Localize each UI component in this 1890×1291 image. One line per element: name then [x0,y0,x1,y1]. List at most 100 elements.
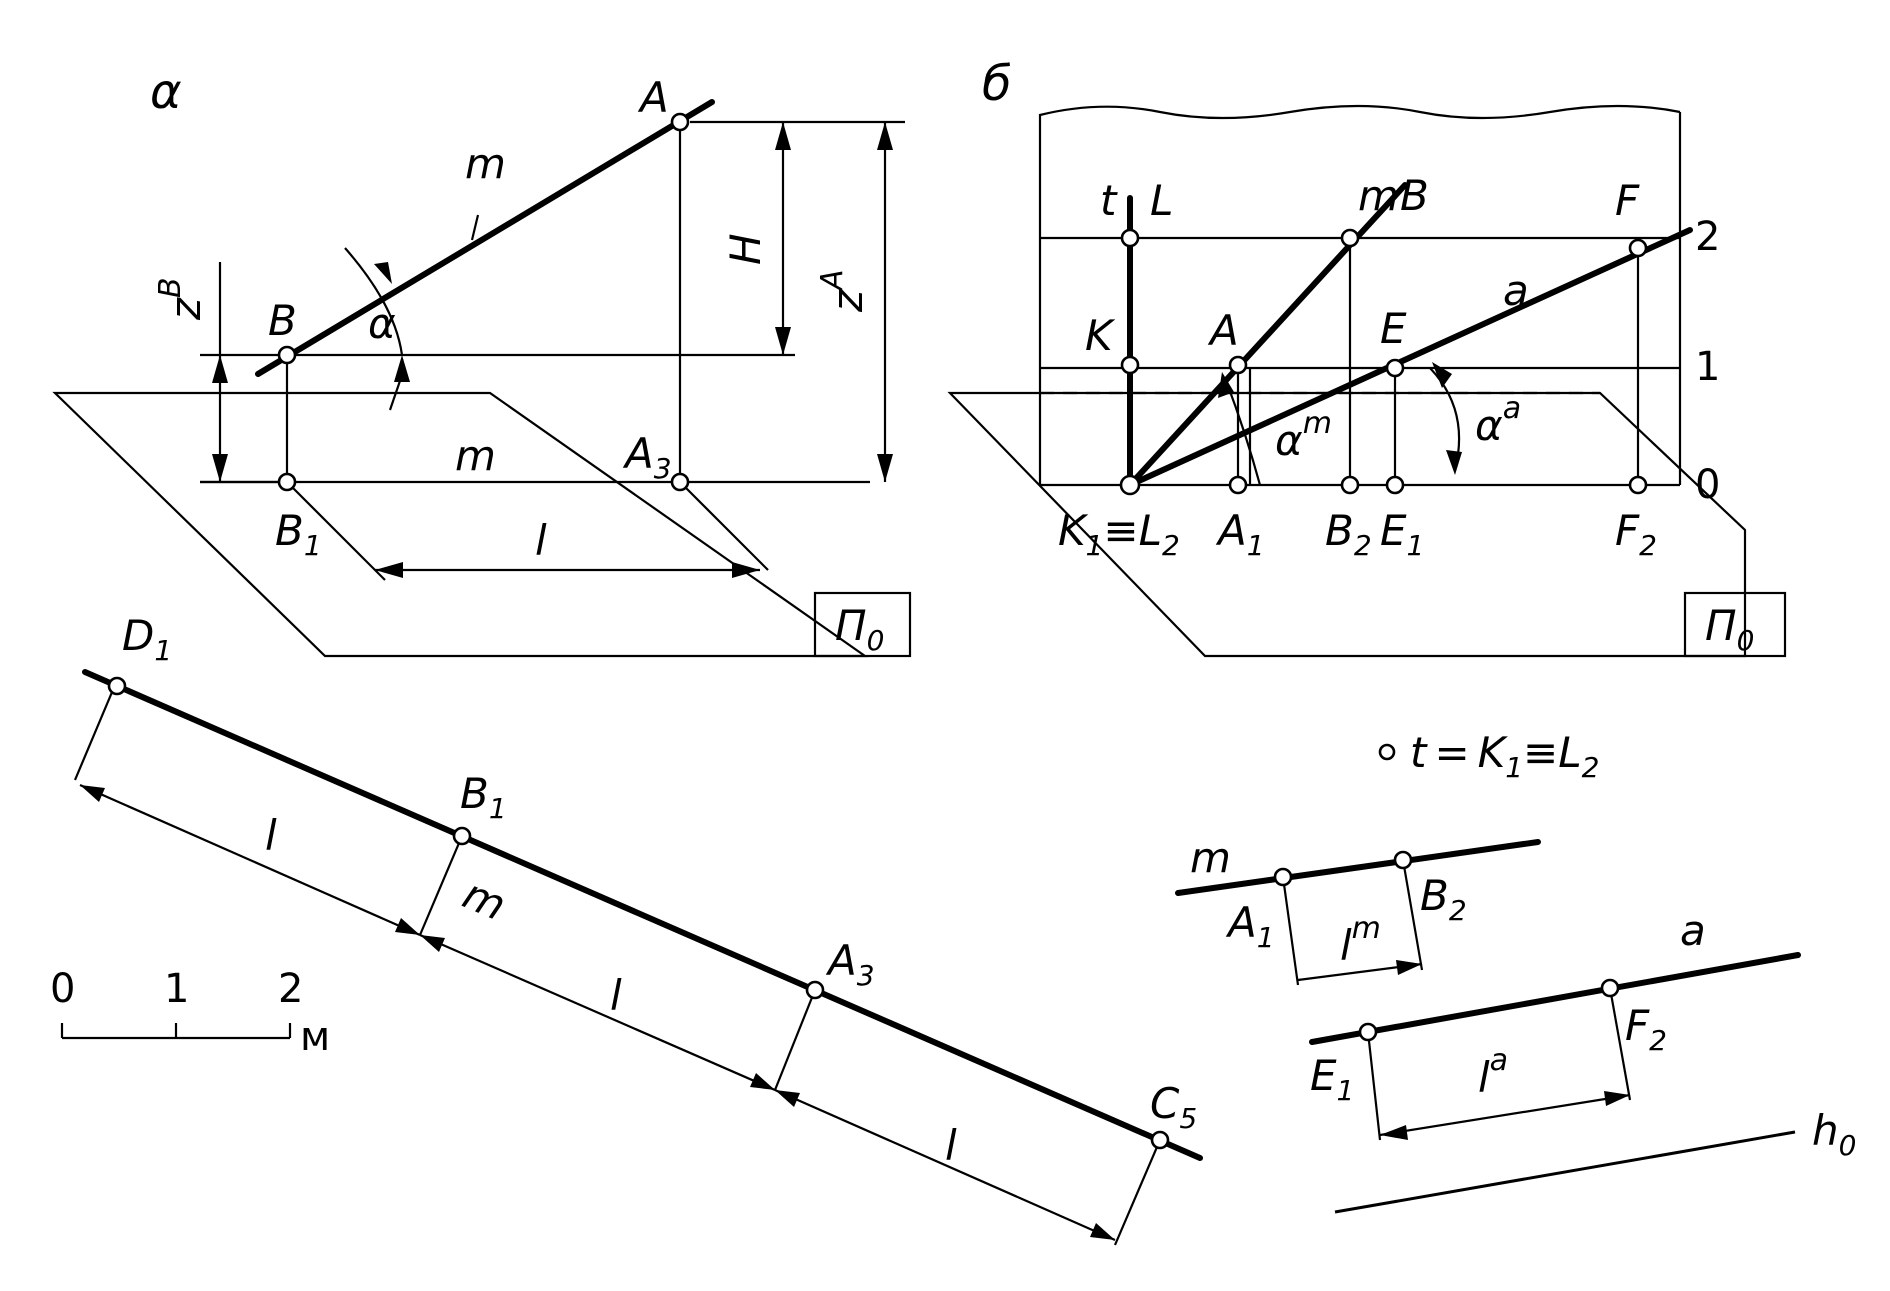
label-a-point-b: A [1207,306,1239,355]
label-l-2: l [610,971,622,1020]
angle-arrow-a-top [1432,362,1452,388]
point-b-b [1340,228,1360,248]
plane-label-box-a [813,591,912,658]
arrow-la-right [1604,1091,1630,1106]
label-d1: D1 [122,611,172,667]
label-a3: A3 [622,429,672,485]
point-e1 [1385,475,1405,495]
arrow-l1-left [80,785,105,802]
line-a-right [1309,952,1801,1045]
arrow-lm [1396,960,1422,975]
arrow-l1-right [395,918,420,935]
point-a3-graduated [805,980,825,1000]
panel-b: б Π0 0 1 2 αm αa [947,56,1787,658]
ext-lm-right [1401,859,1424,971]
angle-arrow-a-bottom [394,355,410,382]
label-e1-right: E1 [1310,1051,1354,1107]
point-a [670,112,690,132]
label-f2-right: F2 [1625,1001,1667,1057]
dim-la [1379,1093,1631,1137]
label-f2-b: F2 [1615,506,1657,562]
label-a: A [637,73,669,122]
bottom-right-intervals: t=K1≡L2 m A1 B2 lm a E1 F2 la h0 [1175,728,1856,1214]
arrow-za-top [877,122,893,150]
arrow-l-left [375,562,403,578]
plane-label-b: Π0 [1705,601,1754,657]
scale-bar: 0 1 2 м [50,966,330,1060]
label-l-point: L [1150,176,1173,225]
line-m-a [255,99,715,377]
label-k: K [1085,311,1116,360]
label-b1-graduated: B1 [460,769,507,825]
dim-l-2 [419,933,776,1092]
leader-m-a [470,214,480,241]
line-m-graduated [82,669,1203,1161]
label-l-3: l [945,1121,957,1170]
point-f2-right [1600,978,1620,998]
point-b1 [277,472,297,492]
angle-arrow-a-bottom [1446,450,1462,475]
label-la: la [1478,1043,1508,1102]
point-e [1385,358,1405,378]
ext-l-left [286,481,386,581]
arrow-l-right [732,562,760,578]
line-m-b [1127,182,1408,488]
label-alpha-a: αa [1475,391,1521,450]
panel-a: α Π0 m m H zA zB [52,64,912,658]
label-a1-b: A1 [1215,506,1265,562]
panel-b-title: б [982,56,1012,112]
label-c5: C5 [1150,1079,1197,1135]
point-b2-right [1393,850,1413,870]
ext-lm-left [1281,876,1300,986]
arrow-l2-left [420,935,445,952]
label-b-point-b: B [1400,171,1429,220]
dim-l-1 [79,783,421,937]
level-2-label: 2 [1695,214,1720,260]
label-l-1: l [265,811,277,860]
label-m-projection: m [455,431,496,480]
point-a1-right [1273,867,1293,887]
tick-d1 [73,684,117,781]
label-m-graduated: m [456,869,513,930]
plane-label-a: Π0 [835,601,884,657]
ext-l-right [679,481,769,571]
angle-arrow-a-top [374,262,392,284]
tick-c5 [1113,1139,1162,1246]
label-b1: B1 [275,506,322,562]
label-m-a: m [465,139,506,188]
label-lm: lm [1340,911,1381,970]
label-e1-b: E1 [1380,506,1424,562]
point-b2 [1340,475,1360,495]
level-0-label: 0 [1695,462,1720,508]
point-b [277,345,297,365]
scale-unit: м [300,1014,330,1060]
panel-a-title: α [150,64,182,120]
point-a-b [1228,355,1248,375]
angle-arc-a [344,247,404,356]
label-b2-right: B2 [1420,871,1467,927]
point-d1 [107,676,127,696]
label-a-right: a [1680,906,1706,955]
label-a1-right: A1 [1225,898,1275,954]
label-f: F [1615,176,1640,225]
level-1-label: 1 [1695,344,1720,390]
point-l [1120,228,1140,248]
arrow-h-bottom [775,327,791,355]
label-t-equivalence: t=K1≡L2 [1410,728,1599,784]
label-m-b: m [1358,171,1399,220]
label-k1-l2: K1≡L2 [1058,506,1180,562]
label-zb: zB [153,277,210,321]
point-b1-graduated [452,826,472,846]
scale-label-2: 2 [278,966,303,1012]
arrow-za-bottom [877,454,893,482]
angle-arrow-m [1218,372,1234,398]
label-b2-b: B2 [1325,506,1372,562]
point-a3 [670,472,690,492]
arrow-l2-right [750,1073,775,1090]
bottom-left-graduation: m l l l D1 B1 A3 C5 0 [50,611,1203,1246]
scale-label-0: 0 [50,966,75,1012]
label-a3-graduated: A3 [825,936,875,992]
label-b: B [268,296,297,345]
